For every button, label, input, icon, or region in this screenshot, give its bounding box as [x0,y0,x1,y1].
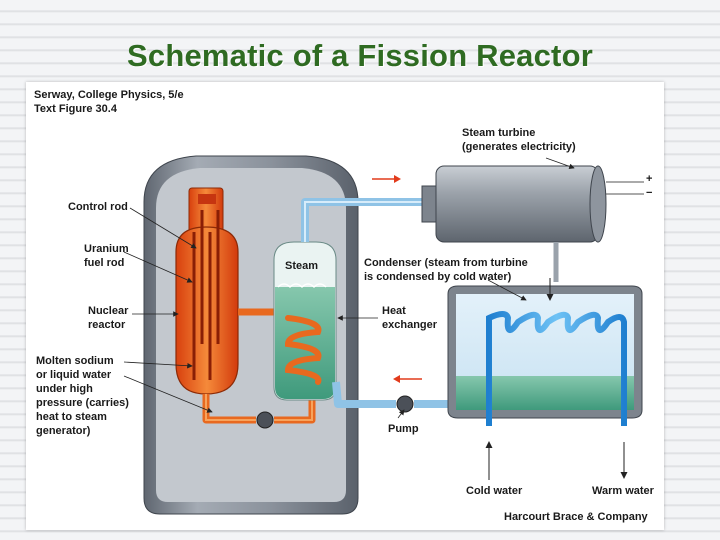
plus-terminal: + [646,173,652,185]
slide-title: Schematic of a Fission Reactor [127,38,593,73]
condenser-coil [486,311,627,425]
hot-loop-pump-icon [256,411,274,429]
source-line-1: Serway, College Physics, 5/e [34,89,184,101]
leader-lines [123,157,575,419]
reactor-figure: Serway, College Physics, 5/e Text Figure… [26,82,664,530]
label-turbine-1: Steam turbine [462,127,535,139]
label-nuclear-2: reactor [88,319,126,331]
label-condenser-1: Condenser (steam from turbine [364,257,528,269]
control-rod [198,194,216,204]
label-molten-1: Molten sodium [36,355,114,367]
nuclear-reactor-core [175,187,239,395]
label-molten-6: generator) [36,425,91,437]
label-heat-exchanger-1: Heat [382,305,406,317]
label-uranium-1: Uranium [84,243,129,255]
label-molten-5: heat to steam [36,411,107,423]
water-flow-arrows [485,278,628,480]
publisher-credit: Harcourt Brace & Company [504,511,649,523]
flow-arrow-right [372,175,401,183]
reactor-diagram: Serway, College Physics, 5/e Text Figure… [34,89,655,523]
minus-terminal: − [646,187,652,199]
label-control-rod: Control rod [68,201,128,213]
label-nuclear-1: Nuclear [88,305,129,317]
source-line-2: Text Figure 30.4 [34,103,118,115]
uranium-fuel-rods [192,210,220,380]
label-molten-4: pressure (carries) [36,397,129,409]
label-molten-3: under high [36,383,93,395]
steam-pipe-highlight [304,201,426,242]
heat-exchanger-coil [284,315,322,385]
label-pump: Pump [388,423,419,435]
label-steam: Steam [285,260,318,272]
cold-water-pipe [486,418,627,426]
electric-output-wires [606,181,644,195]
label-molten-2: or liquid water [36,369,112,381]
label-cold-water: Cold water [466,485,523,497]
label-heat-exchanger-2: exchanger [382,319,438,331]
flow-arrow-left [393,375,422,383]
pump-icon [396,395,414,413]
condenser [447,285,643,419]
label-turbine-2: (generates electricity) [462,141,576,153]
steam-turbine [421,165,607,243]
label-condenser-2: is condensed by cold water) [364,271,512,283]
label-uranium-2: fuel rod [84,257,124,269]
label-warm-water: Warm water [592,485,655,497]
